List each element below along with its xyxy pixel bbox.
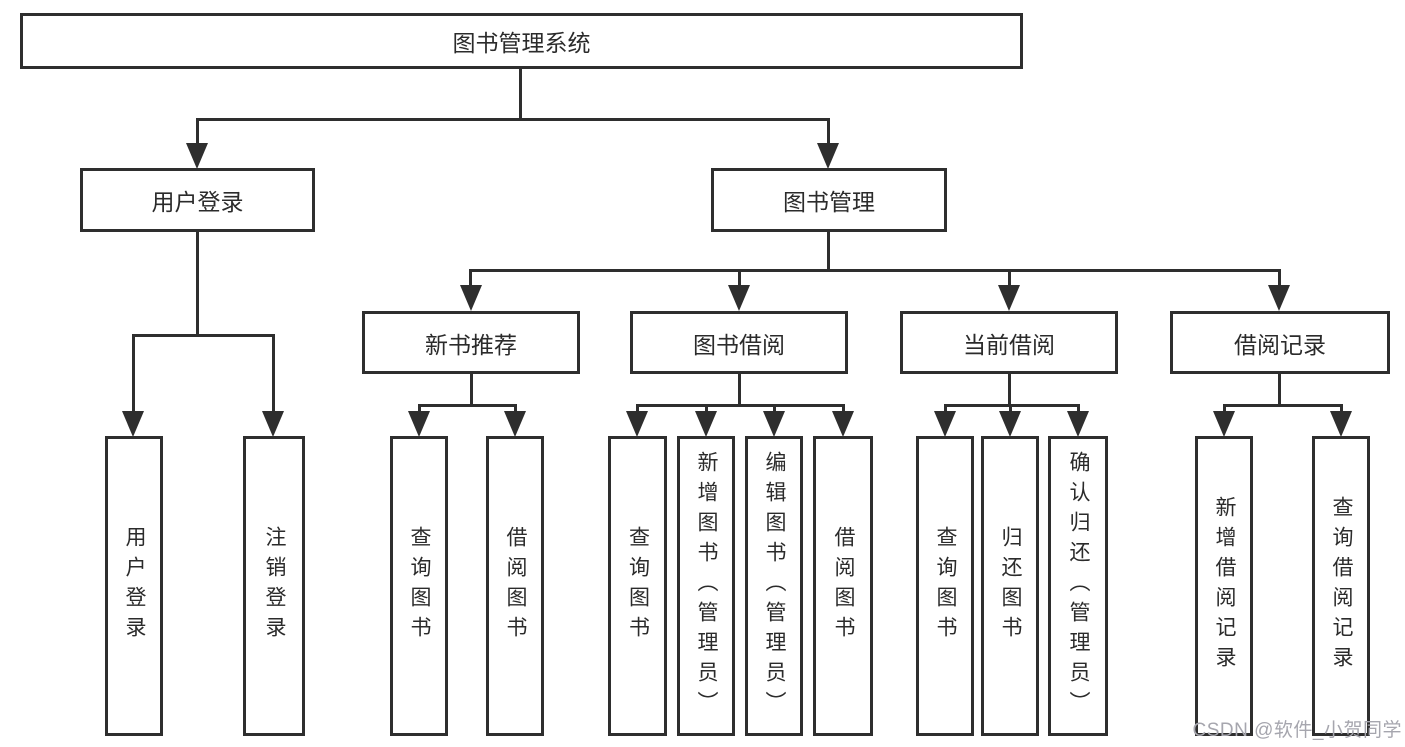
connector-drop-leaf-user-login <box>132 334 135 412</box>
connector-book-borrow-bus <box>637 404 843 407</box>
connector-user-login-bus <box>132 334 274 337</box>
node-book-management: 图书管理 <box>711 168 947 232</box>
leaf-edit-book-admin: 编辑图书（管理员） <box>745 436 803 736</box>
connector-drop-b3 <box>773 404 776 413</box>
connector-drop-b1 <box>636 404 639 413</box>
connector-drop-a2 <box>514 404 517 413</box>
arrow-to-b3 <box>763 411 785 437</box>
arrow-to-b2 <box>695 411 717 437</box>
connector-drop-c1 <box>944 404 947 413</box>
arrow-to-d1 <box>1213 411 1235 437</box>
leaf-query-borrow-record: 查询借阅记录 <box>1312 436 1370 736</box>
connector-book-management-trunk <box>827 231 830 272</box>
connector-borrow-records-trunk <box>1278 373 1281 405</box>
leaf-user-login: 用户登录 <box>105 436 163 736</box>
connector-borrow-records-bus <box>1224 404 1341 407</box>
arrow-to-b4 <box>832 411 854 437</box>
leaf-query-books-recommend: 查询图书 <box>390 436 448 736</box>
connector-new-book-trunk <box>470 373 473 405</box>
csdn-watermark: CSDN @软件_小贺同学 <box>1192 720 1402 741</box>
arrow-to-c1 <box>934 411 956 437</box>
arrow-to-leaf-logout <box>262 411 284 437</box>
connector-root-trunk <box>519 69 522 119</box>
connector-drop-d2 <box>1340 404 1343 413</box>
arrow-to-c2 <box>999 411 1021 437</box>
arrow-to-book-management <box>817 143 839 169</box>
node-new-book-recommendation: 新书推荐 <box>362 311 580 374</box>
leaf-add-book-admin: 新增图书（管理员） <box>677 436 735 736</box>
arrow-to-current-borrow <box>998 285 1020 311</box>
connector-drop-borrow-records <box>1278 269 1281 287</box>
connector-drop-current-borrow <box>1008 269 1011 287</box>
leaf-borrow-books-recommend: 借阅图书 <box>486 436 544 736</box>
connector-drop-a1 <box>418 404 421 413</box>
connector-book-management-bus <box>470 269 1280 272</box>
node-user-login: 用户登录 <box>80 168 315 232</box>
leaf-query-books-current: 查询图书 <box>916 436 974 736</box>
connector-drop-leaf-logout <box>272 334 275 412</box>
node-current-borrowing: 当前借阅 <box>900 311 1118 374</box>
arrow-to-borrow-records <box>1268 285 1290 311</box>
arrow-to-new-book <box>460 285 482 311</box>
leaf-logout: 注销登录 <box>243 436 305 736</box>
connector-drop-book-management <box>827 118 830 146</box>
connector-current-borrow-trunk <box>1008 373 1011 405</box>
arrow-to-user-login <box>186 143 208 169</box>
node-borrowing-records: 借阅记录 <box>1170 311 1390 374</box>
connector-drop-book-borrow <box>738 269 741 287</box>
arrow-to-a1 <box>408 411 430 437</box>
node-library-management-system: 图书管理系统 <box>20 13 1023 69</box>
arrow-to-leaf-user-login <box>122 411 144 437</box>
connector-drop-b4 <box>842 404 845 413</box>
connector-drop-c2 <box>1009 404 1012 413</box>
connector-user-login-trunk <box>196 231 199 335</box>
arrow-to-b1 <box>626 411 648 437</box>
connector-root-bus <box>196 118 830 121</box>
leaf-query-books-borrowing: 查询图书 <box>608 436 667 736</box>
arrow-to-book-borrow <box>728 285 750 311</box>
arrow-to-c3 <box>1067 411 1089 437</box>
leaf-borrow-books: 借阅图书 <box>813 436 873 736</box>
connector-book-borrow-trunk <box>738 373 741 405</box>
connector-drop-d1 <box>1223 404 1226 413</box>
leaf-confirm-return-admin: 确认归还（管理员） <box>1048 436 1108 736</box>
connector-drop-user-login <box>196 118 199 146</box>
connector-new-book-bus <box>419 404 517 407</box>
connector-drop-b2 <box>705 404 708 413</box>
node-book-borrowing: 图书借阅 <box>630 311 848 374</box>
connector-drop-new-book <box>469 269 472 287</box>
connector-drop-c3 <box>1077 404 1080 413</box>
arrow-to-d2 <box>1330 411 1352 437</box>
leaf-return-books: 归还图书 <box>981 436 1039 736</box>
arrow-to-a2 <box>504 411 526 437</box>
leaf-add-borrow-record: 新增借阅记录 <box>1195 436 1253 736</box>
